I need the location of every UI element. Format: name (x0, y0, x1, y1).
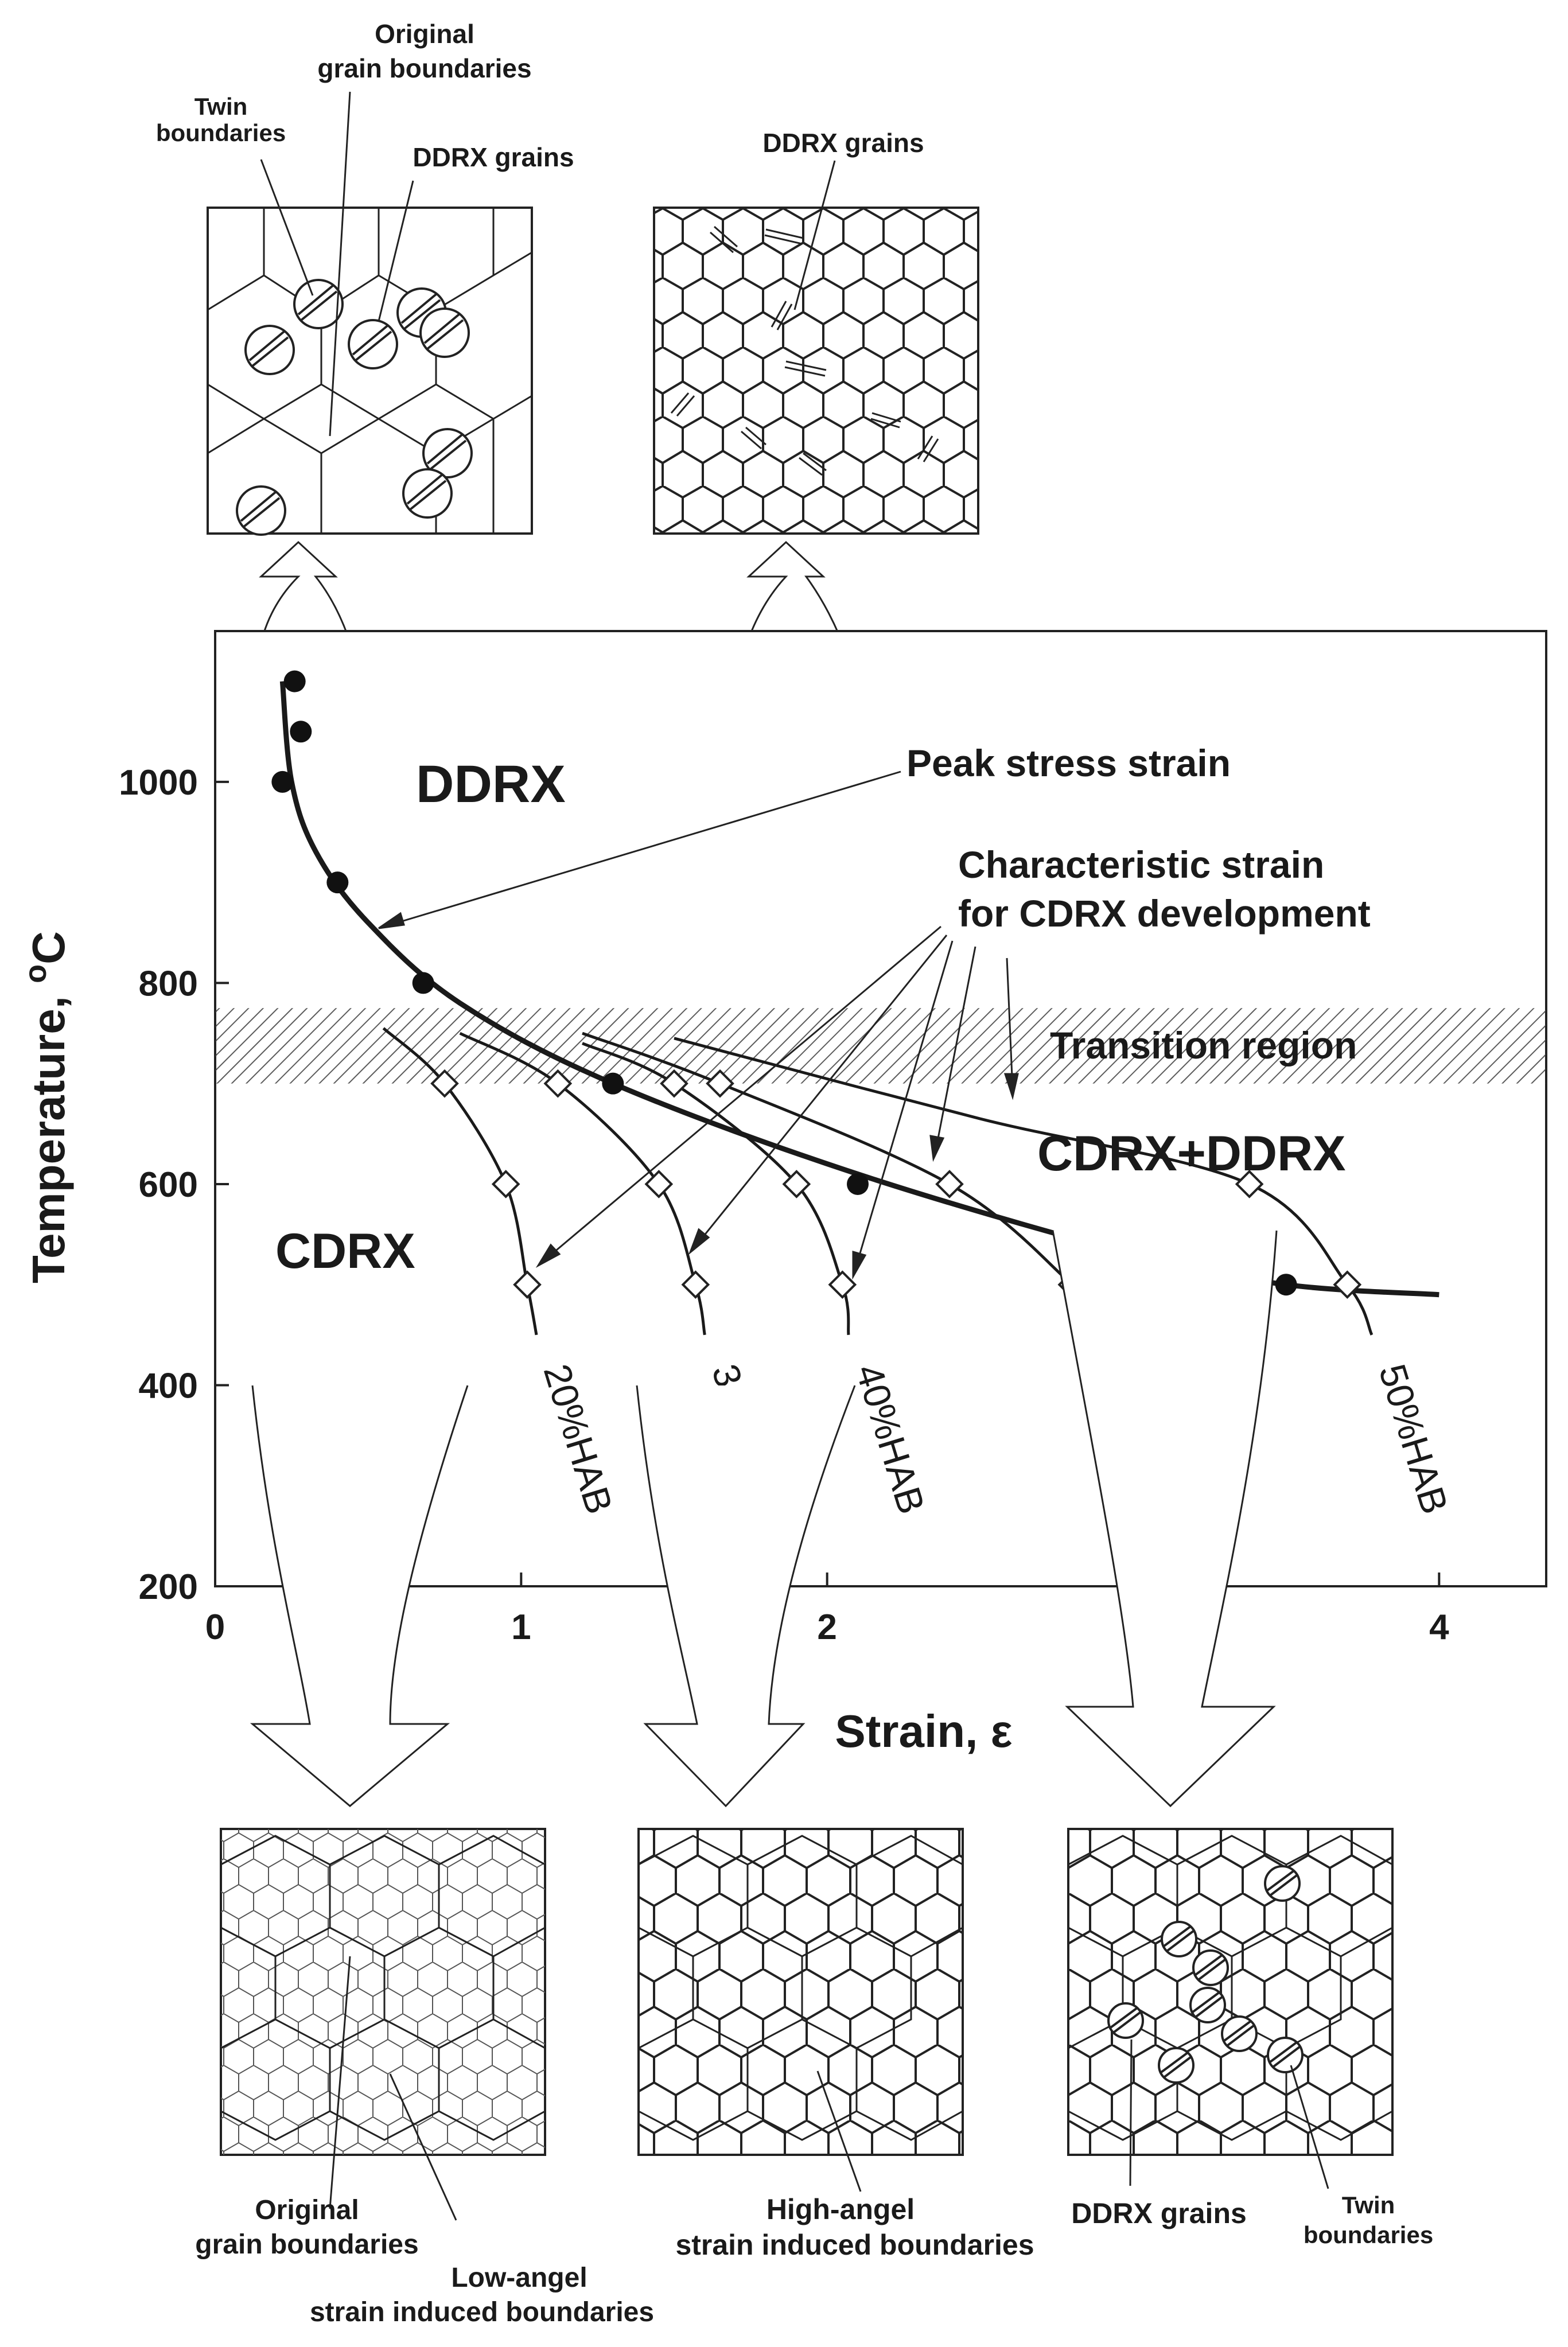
ddrx-grain-circles (236, 279, 473, 536)
marker-20-hab-2 (513, 1270, 542, 1299)
tl-original-label-2: grain boundaries (317, 53, 531, 83)
marker-peak-stress-strain-4 (412, 972, 434, 994)
markers-layer (271, 670, 1362, 1299)
x-tick-label-0: 0 (205, 1608, 225, 1647)
axes: 012342004006008001000Strain, εTemperatur… (18, 763, 1449, 1757)
bm-highangle-label-2: strain induced boundaries (675, 2229, 1034, 2261)
transition-band-label: Transition region (1050, 1024, 1357, 1067)
bl-original-label-1: Original (255, 2195, 359, 2225)
region-mixed-label: CDRX+DDRX (1037, 1126, 1346, 1181)
marker-peak-stress-strain-2 (271, 770, 294, 793)
tr-ddrx-label: DDRX grains (762, 128, 924, 158)
bl-lowangle-label-2: strain induced boundaries (310, 2297, 654, 2327)
y-tick-label-4: 1000 (119, 763, 198, 803)
br-twin-label-1: Twin (1342, 2192, 1395, 2218)
transition-band (215, 1008, 1546, 1084)
callout-leaders (260, 91, 414, 437)
marker-40-hab-2 (828, 1270, 857, 1299)
tl-twin-label-2: boundaries (156, 119, 286, 146)
marker-20-hab-0 (430, 1069, 459, 1098)
marker-40-hab-0 (660, 1069, 688, 1098)
region-ddrx-label: DDRX (416, 755, 566, 814)
x-tick-label-1: 1 (511, 1608, 531, 1647)
peak-annotation: Peak stress strain (906, 742, 1231, 784)
y-tick-label-2: 600 (139, 1165, 198, 1205)
y-tick-label-1: 400 (139, 1366, 198, 1406)
marker-peak-stress-strain-1 (290, 721, 312, 743)
bottom-arrows (250, 1230, 1278, 1808)
char-annotation-line2: for CDRX development (958, 892, 1371, 935)
marker-50-hab-0 (1235, 1170, 1264, 1198)
annotation-arrows (378, 770, 1019, 1280)
y-axis-label: Temperature, oC (18, 931, 74, 1283)
marker-20-hab-1 (491, 1170, 520, 1198)
tl-original-label-1: Original (375, 19, 474, 49)
x-tick-label-4: 4 (1429, 1608, 1449, 1647)
marker-peak-stress-strain-0 (283, 670, 306, 692)
plot-area: 012342004006008001000Strain, εTemperatur… (18, 630, 1547, 1757)
char-annotation-line1: Characteristic strain (958, 843, 1324, 886)
marker-peak-stress-strain-5 (602, 1072, 624, 1095)
bl-original-label-2: grain boundaries (195, 2229, 418, 2260)
marker-peak-stress-strain-6 (847, 1173, 869, 1195)
bm-highangle-label-1: High-angel (767, 2193, 915, 2225)
br-ddrx-label: DDRX grains (1071, 2197, 1247, 2229)
micro-bottom-left: Original grain boundaries Low-angel stra… (195, 1828, 654, 2327)
marker-50-hab-1 (1333, 1270, 1362, 1299)
transition-band-rect (215, 1008, 1546, 1084)
y-tick-label-3: 800 (139, 964, 198, 1003)
marker-30-hab-2 (681, 1270, 710, 1299)
y-tick-label-0: 200 (139, 1567, 198, 1607)
micro-bottom-right: DDRX grains Twin boundaries (1067, 1828, 1433, 2248)
ddrx-grain-circles-bottom (1107, 1865, 1304, 2084)
marker-45-hab-0 (706, 1069, 734, 1098)
micro-top-right: DDRX grains (653, 128, 979, 535)
marker-30-hab-0 (543, 1069, 573, 1098)
marker-45-hab-1 (935, 1170, 964, 1198)
marker-40-hab-1 (782, 1170, 811, 1198)
bl-lowangle-label-1: Low-angel (451, 2263, 587, 2293)
marker-peak-stress-strain-7 (1275, 1274, 1297, 1296)
x-tick-label-2: 2 (817, 1608, 836, 1647)
micro-top-left: Twin boundaries Original grain boundarie… (156, 19, 574, 536)
marker-peak-stress-strain-3 (326, 871, 349, 894)
region-cdrx-label: CDRX (275, 1224, 415, 1279)
micro-bottom-middle: High-angel strain induced boundaries (637, 1828, 1034, 2261)
br-twin-label-2: boundaries (1304, 2221, 1433, 2248)
x-axis-label: Strain, ε (835, 1706, 1012, 1757)
marker-30-hab-1 (644, 1170, 674, 1198)
tl-ddrx-label: DDRX grains (413, 142, 574, 172)
tl-twin-label-1: Twin (194, 93, 248, 120)
